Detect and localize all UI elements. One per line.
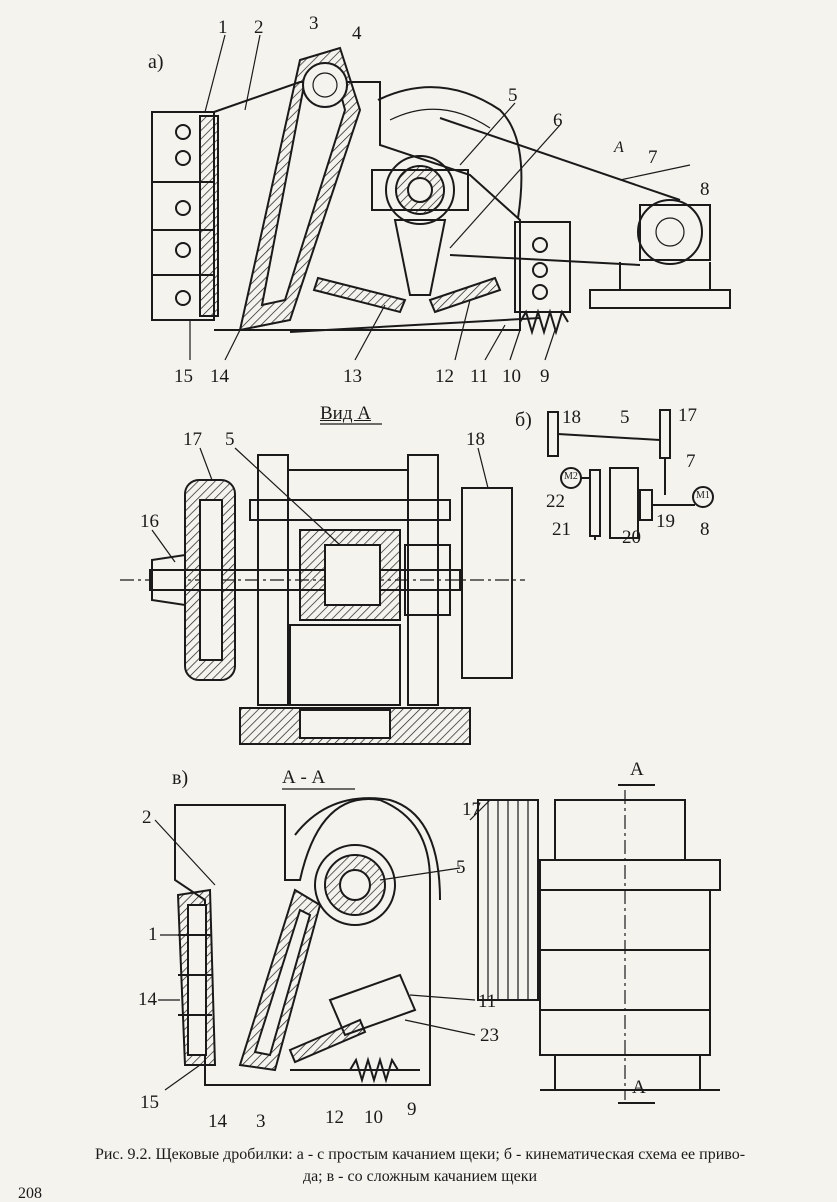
- section-b-label: б): [515, 409, 532, 431]
- section-arrow-bottom-label: А: [632, 1077, 646, 1098]
- view-a-label-18: 18: [466, 429, 485, 450]
- section-v-label: в): [172, 767, 189, 789]
- fig-a-label-5: 5: [508, 85, 518, 106]
- fig-b-label-8: 8: [700, 519, 710, 540]
- fig-a-label-3: 3: [309, 13, 319, 34]
- fig-v-label-12: 12: [325, 1107, 344, 1128]
- caption-line-1: Рис. 9.2. Щековые дробилки: а - с просты…: [94, 1146, 746, 1163]
- view-a-label-5: 5: [225, 429, 235, 450]
- section-arrow-top-label: А: [630, 759, 644, 780]
- view-a-label-17: 17: [183, 429, 202, 450]
- fig-a-label-2: 2: [254, 17, 264, 38]
- page-number: 208: [18, 1185, 42, 1202]
- fig-b-label-5: 5: [620, 407, 630, 428]
- fig-b-label-7: 7: [686, 451, 696, 472]
- fig-a-label-12: 12: [435, 366, 454, 387]
- fig-v-label-2: 2: [142, 807, 152, 828]
- fig-b-motor-m2: М2: [564, 471, 578, 482]
- fig-v-label-14b: 14: [208, 1111, 227, 1132]
- caption-line-2: да; в - со сложным качанием щеки: [302, 1168, 538, 1185]
- fig-v-label-17: 17: [462, 799, 481, 820]
- fig-v-label-10: 10: [364, 1107, 383, 1128]
- fig-a-label-11: 11: [470, 366, 489, 387]
- section-aa-header: А - А: [282, 767, 326, 788]
- fig-b-label-19: 19: [656, 511, 675, 532]
- fig-v-label-5: 5: [456, 857, 466, 878]
- fig-a-label-15: 15: [174, 366, 193, 387]
- fig-a-label-1: 1: [218, 17, 228, 38]
- fig-a-label-10: 10: [502, 366, 521, 387]
- fig-a-label-7: 7: [648, 147, 658, 168]
- fig-v-label-11: 11: [478, 991, 497, 1012]
- section-a-label: а): [148, 51, 164, 73]
- fig-a-label-4: 4: [352, 23, 362, 44]
- fig-v-label-3: 3: [256, 1111, 266, 1132]
- fig-a-label-13: 13: [343, 366, 362, 387]
- fig-v-label-14a: 14: [138, 989, 157, 1010]
- fig-b-label-22: 22: [546, 491, 565, 512]
- fig-v-label-9: 9: [407, 1099, 417, 1120]
- fig-a-label-9: 9: [540, 366, 550, 387]
- figure-a-drawing: [151, 34, 731, 361]
- fig-v-label-15: 15: [140, 1092, 159, 1113]
- fig-a-label-14: 14: [210, 366, 229, 387]
- fig-b-label-18: 18: [562, 407, 581, 428]
- fig-b-motor-m1: М1: [696, 490, 710, 501]
- view-a-drawing: [120, 423, 525, 745]
- fig-b-label-20: 20: [622, 527, 641, 548]
- fig-a-label-6: 6: [553, 110, 563, 131]
- fig-v-label-23: 23: [480, 1025, 499, 1046]
- view-a-header: Вид А: [320, 403, 371, 424]
- fig-b-label-17: 17: [678, 405, 697, 426]
- figure-v-drawing: [154, 784, 721, 1104]
- figure-caption: Рис. 9.2. Щековые дробилки: а - с просты…: [30, 1144, 810, 1188]
- fig-v-label-1: 1: [148, 924, 158, 945]
- figure-b-drawing: [547, 409, 714, 540]
- fig-b-label-21: 21: [552, 519, 571, 540]
- fig-a-label-8: 8: [700, 179, 710, 200]
- fig-a-arrow-label: А: [614, 139, 624, 156]
- view-a-label-16: 16: [140, 511, 159, 532]
